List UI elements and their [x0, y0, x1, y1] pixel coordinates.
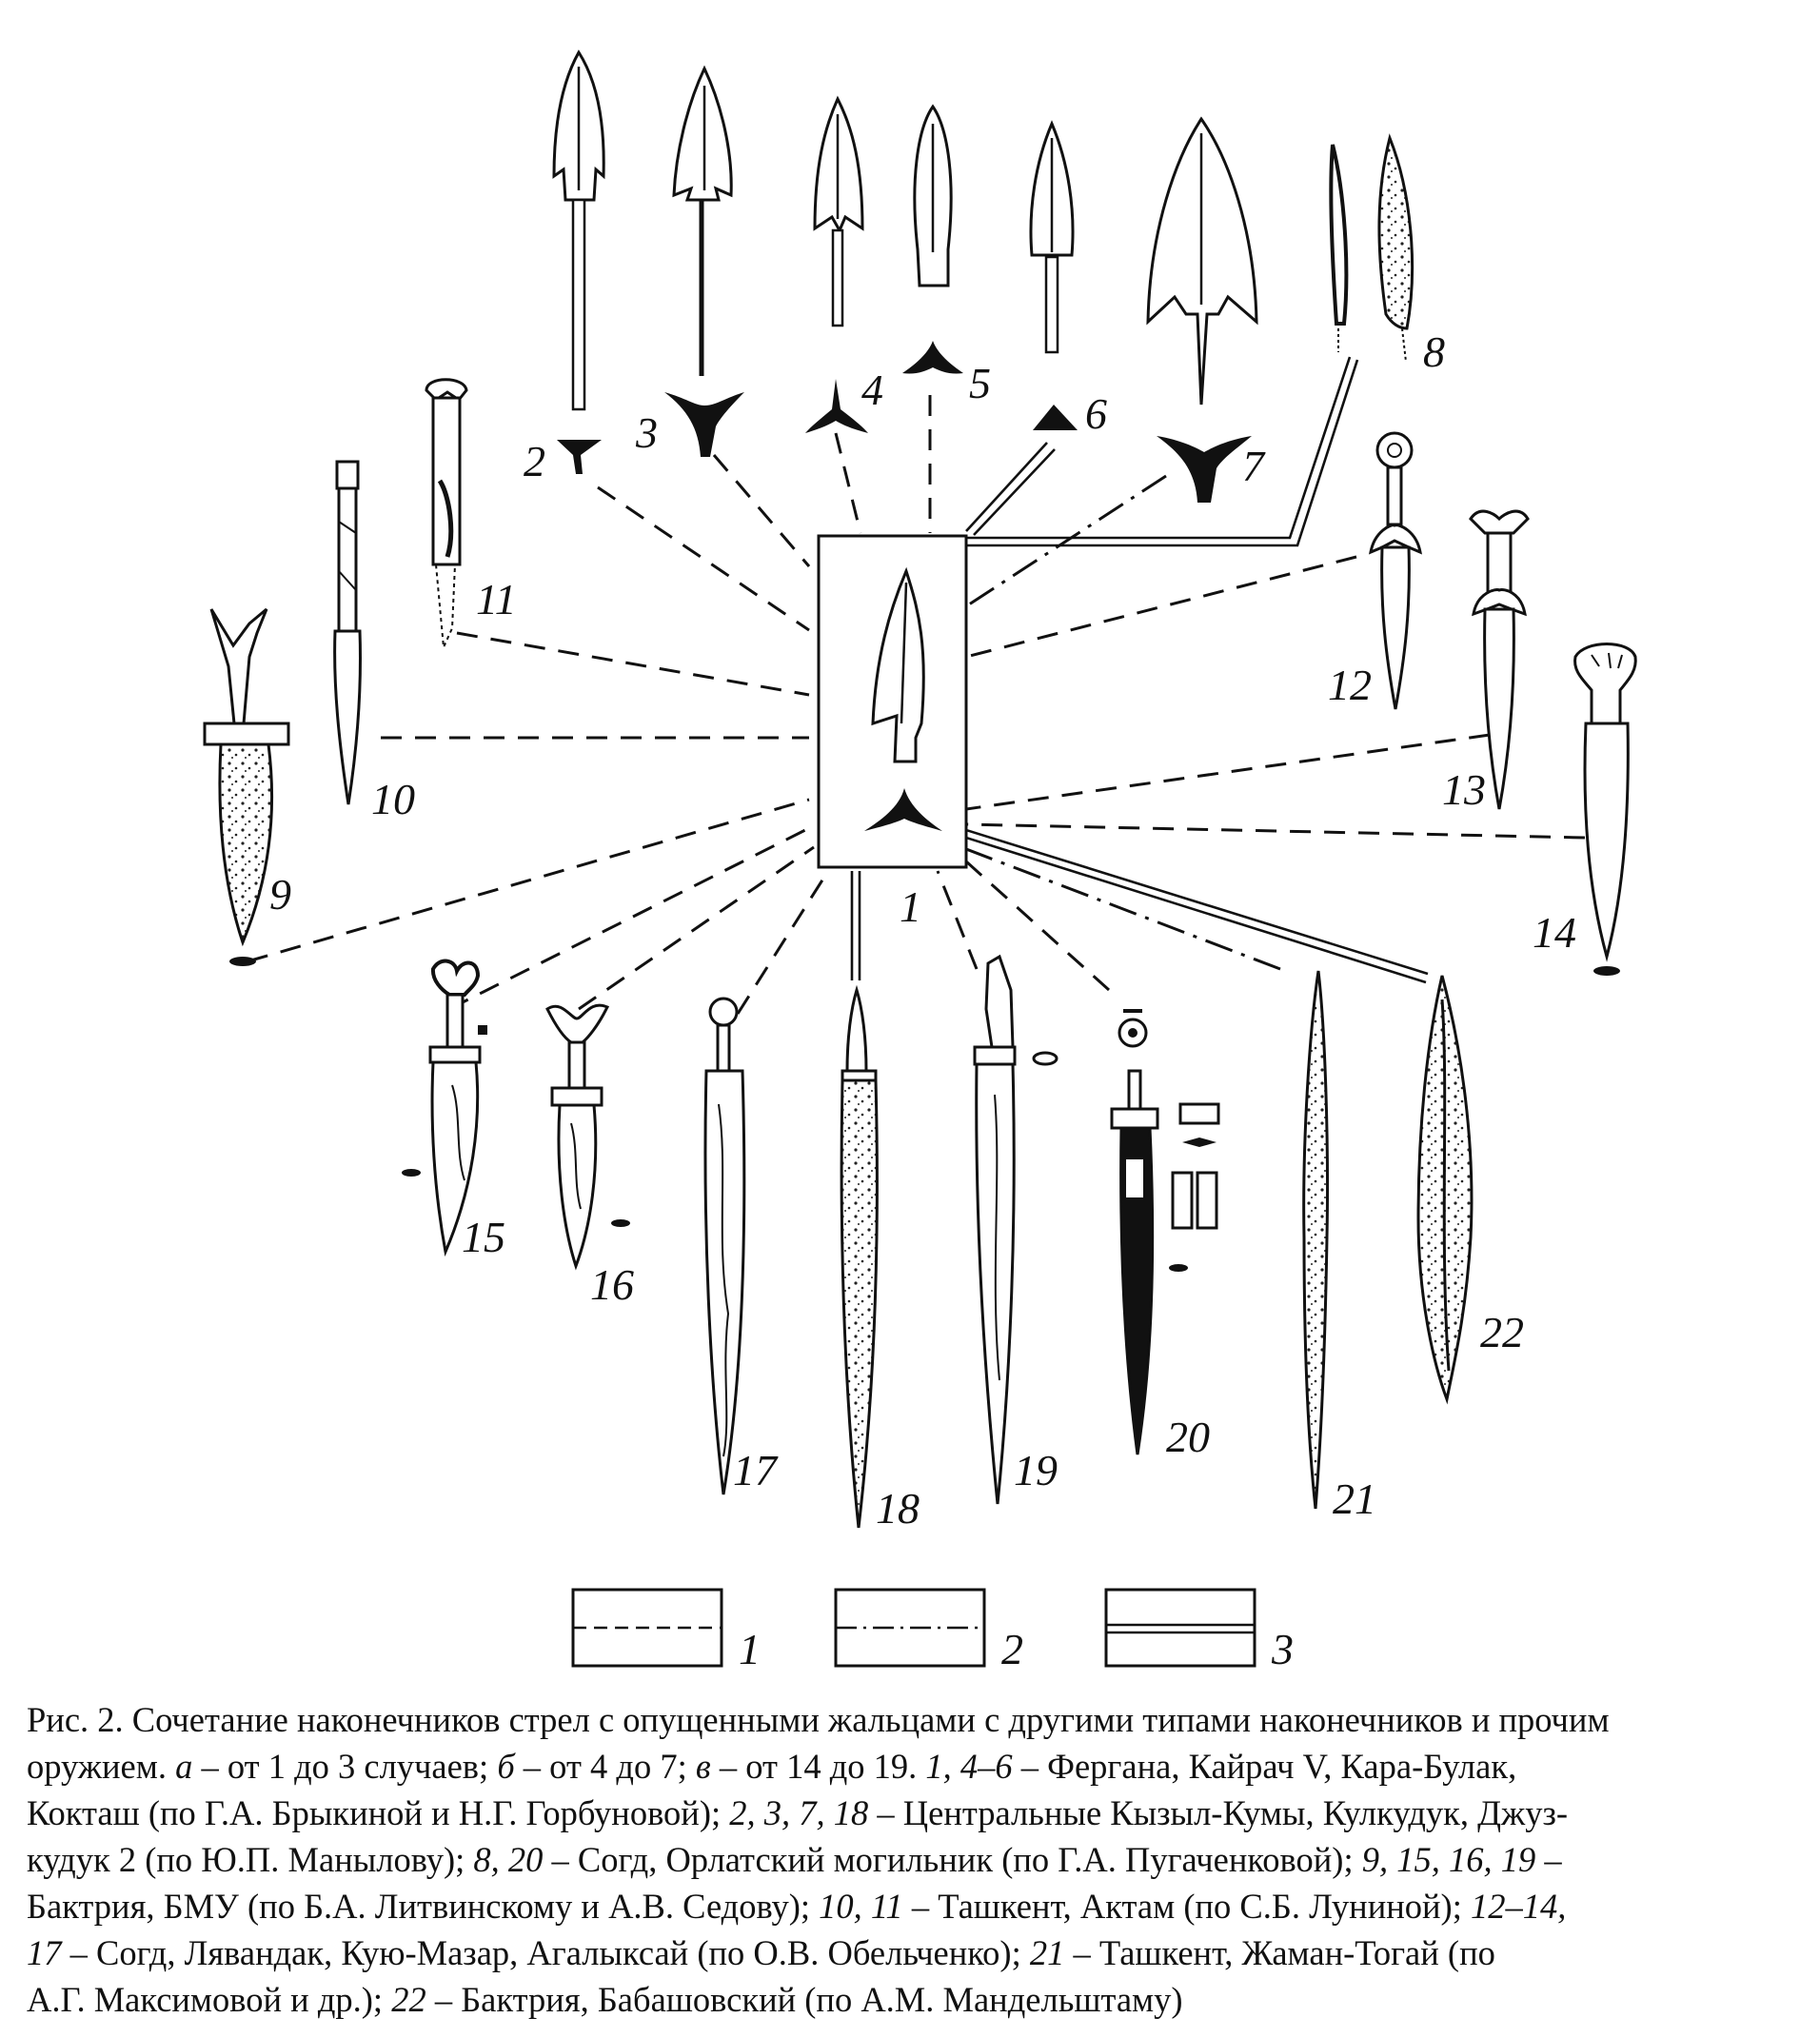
figure-caption: Рис. 2. Сочетание наконечников стрел с о…: [27, 1696, 1795, 2023]
label-11: 11: [476, 575, 517, 623]
arrowhead-3: [664, 65, 744, 457]
label-14: 14: [1533, 908, 1576, 957]
dagger-16: [545, 1003, 630, 1271]
label-8: 8: [1423, 327, 1445, 376]
weapons-diagram: 1 2 3 4 5 6 7 8 9 10 11 12 13 14 15 16 1…: [203, 49, 1637, 1673]
label-5: 5: [969, 359, 991, 407]
sword-22: [1416, 975, 1474, 1405]
label-13: 13: [1442, 765, 1486, 814]
legend-label-2: 2: [1001, 1625, 1023, 1673]
sword-19: [973, 954, 1058, 1505]
label-3: 3: [635, 408, 658, 457]
caption-line-6: 17 – Согд, Лявандак, Кую-Мазар, Агалыкса…: [27, 1933, 1495, 1972]
item-labels: 1 2 3 4 5 6 7 8 9 10 11 12 13 14 15 16 1…: [269, 327, 1576, 1533]
arrowhead-8: [1329, 133, 1414, 363]
arrowhead-6: [1029, 120, 1078, 430]
dagger-14: [1573, 643, 1637, 976]
legend: 1 2 3: [571, 1588, 1294, 1673]
dagger-10: [333, 460, 362, 805]
legend-item-dashed: 1: [571, 1588, 761, 1673]
dagger-13: [1469, 509, 1530, 810]
sword-17: [703, 997, 746, 1495]
label-1: 1: [900, 882, 921, 931]
label-10: 10: [371, 775, 415, 823]
label-18: 18: [876, 1484, 920, 1533]
arrowhead-2: [552, 49, 605, 474]
label-6: 6: [1085, 389, 1107, 438]
connection-lines: [247, 356, 1586, 1015]
arrowhead-5: [902, 104, 963, 374]
caption-line-1: Рис. 2. Сочетание наконечников стрел с о…: [27, 1700, 1610, 1739]
label-22: 22: [1480, 1308, 1524, 1356]
caption-line-2: оружием. а – от 1 до 3 случаев; б – от 4…: [27, 1747, 1517, 1786]
label-12: 12: [1328, 661, 1372, 709]
sword-20: [1110, 1009, 1220, 1455]
label-7: 7: [1242, 442, 1266, 490]
sword-18: [840, 984, 879, 1529]
dagger-12: [1369, 431, 1422, 710]
label-20: 20: [1166, 1413, 1210, 1461]
caption-line-7: А.Г. Максимовой и др.); 22 – Бактрия, Ба…: [27, 1980, 1183, 2019]
legend-label-1: 1: [739, 1625, 761, 1673]
label-15: 15: [462, 1213, 505, 1261]
legend-item-dash-dot: 2: [834, 1588, 1023, 1673]
label-2: 2: [524, 437, 545, 485]
dagger-15: [402, 959, 487, 1257]
label-16: 16: [590, 1260, 634, 1309]
sword-21: [1302, 970, 1330, 1510]
caption-line-4: кудук 2 (по Ю.П. Манылову); 8, 20 – Согд…: [27, 1840, 1562, 1879]
label-4: 4: [861, 366, 883, 414]
caption-line-3: Кокташ (по Г.А. Брыкиной и Н.Г. Горбунов…: [27, 1793, 1569, 1832]
central-arrowhead-box: [817, 534, 968, 869]
caption-line-5: Бактрия, БМУ (по Б.А. Литвинскому и А.В.…: [27, 1887, 1567, 1926]
legend-item-double: 3: [1104, 1588, 1294, 1673]
dagger-9: [203, 607, 290, 966]
arrowhead-7: [1146, 116, 1258, 503]
label-17: 17: [733, 1446, 779, 1494]
arrowhead-4: [805, 95, 868, 433]
label-21: 21: [1333, 1474, 1376, 1523]
label-9: 9: [269, 870, 291, 919]
legend-label-3: 3: [1271, 1625, 1294, 1673]
knife-11: [425, 378, 468, 651]
label-19: 19: [1014, 1446, 1058, 1494]
